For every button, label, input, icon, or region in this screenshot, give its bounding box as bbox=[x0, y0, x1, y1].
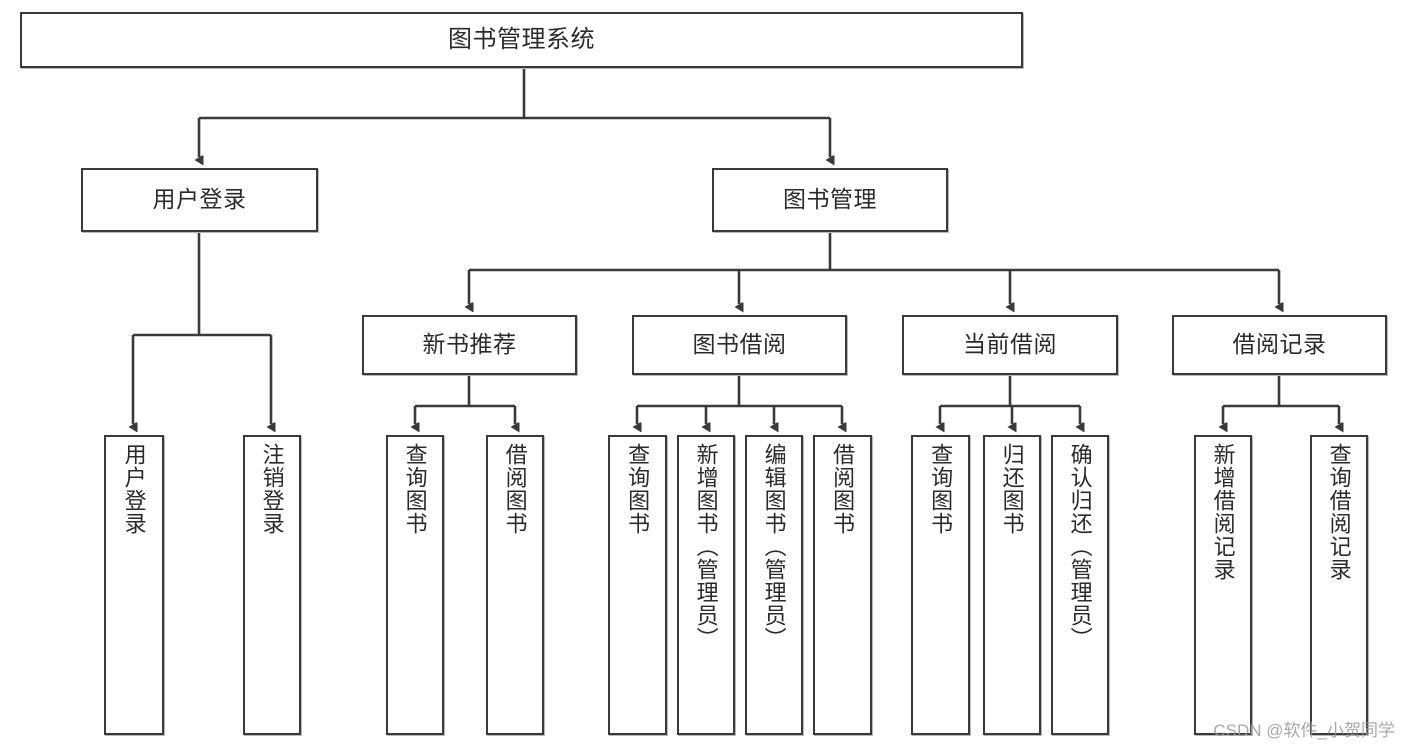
node-leaf-query-book-3-label: 查询图书 bbox=[928, 443, 954, 535]
node-leaf-user-login[interactable]: 用户登录 bbox=[104, 435, 164, 735]
node-current-borrow[interactable]: 当前借阅 bbox=[902, 315, 1118, 375]
node-leaf-borrow-book-2[interactable]: 借阅图书 bbox=[813, 435, 872, 735]
node-leaf-edit-book-label: 编辑图书（管理员） bbox=[761, 443, 787, 650]
node-new-book-rec-label: 新书推荐 bbox=[422, 331, 517, 358]
node-borrow-record-label: 借阅记录 bbox=[1232, 331, 1327, 358]
node-leaf-borrow-book-1[interactable]: 借阅图书 bbox=[486, 435, 544, 735]
node-leaf-add-record[interactable]: 新增借阅记录 bbox=[1194, 435, 1252, 735]
node-user-login[interactable]: 用户登录 bbox=[81, 168, 318, 232]
node-root-label: 图书管理系统 bbox=[448, 25, 595, 53]
node-current-borrow-label: 当前借阅 bbox=[963, 331, 1057, 358]
node-leaf-return-book[interactable]: 归还图书 bbox=[983, 435, 1041, 735]
node-book-borrow[interactable]: 图书借阅 bbox=[632, 315, 847, 375]
node-leaf-query-book-2[interactable]: 查询图书 bbox=[608, 435, 667, 735]
node-leaf-user-logout-label: 注销登录 bbox=[259, 443, 285, 535]
node-leaf-borrow-book-1-label: 借阅图书 bbox=[502, 443, 528, 535]
node-new-book-rec[interactable]: 新书推荐 bbox=[362, 315, 577, 375]
node-leaf-query-record-label: 查询借阅记录 bbox=[1326, 443, 1352, 581]
node-leaf-query-book-1[interactable]: 查询图书 bbox=[386, 435, 444, 735]
node-book-manage-label: 图书管理 bbox=[783, 186, 877, 213]
node-leaf-add-book-label: 新增图书（管理员） bbox=[693, 443, 719, 650]
node-leaf-query-record[interactable]: 查询借阅记录 bbox=[1310, 435, 1368, 735]
node-leaf-query-book-1-label: 查询图书 bbox=[402, 443, 428, 535]
node-leaf-user-login-label: 用户登录 bbox=[121, 443, 147, 535]
node-leaf-user-logout[interactable]: 注销登录 bbox=[243, 435, 301, 735]
node-root[interactable]: 图书管理系统 bbox=[20, 12, 1023, 68]
node-leaf-add-record-label: 新增借阅记录 bbox=[1210, 443, 1236, 581]
csdn-watermark: CSDN @软件_小贺同学 bbox=[1213, 721, 1395, 740]
node-leaf-query-book-2-label: 查询图书 bbox=[625, 443, 651, 535]
node-book-borrow-label: 图书借阅 bbox=[692, 331, 787, 358]
node-book-manage[interactable]: 图书管理 bbox=[712, 168, 948, 232]
node-leaf-edit-book[interactable]: 编辑图书（管理员） bbox=[745, 435, 803, 735]
node-leaf-borrow-book-2-label: 借阅图书 bbox=[830, 443, 856, 535]
node-leaf-confirm-return[interactable]: 确认归还（管理员） bbox=[1051, 435, 1109, 735]
node-leaf-confirm-return-label: 确认归还（管理员） bbox=[1067, 443, 1093, 650]
node-borrow-record[interactable]: 借阅记录 bbox=[1172, 315, 1387, 375]
node-leaf-query-book-3[interactable]: 查询图书 bbox=[911, 435, 970, 735]
node-user-login-label: 用户登录 bbox=[152, 186, 247, 213]
node-leaf-return-book-label: 归还图书 bbox=[999, 443, 1025, 535]
node-leaf-add-book[interactable]: 新增图书（管理员） bbox=[677, 435, 735, 735]
